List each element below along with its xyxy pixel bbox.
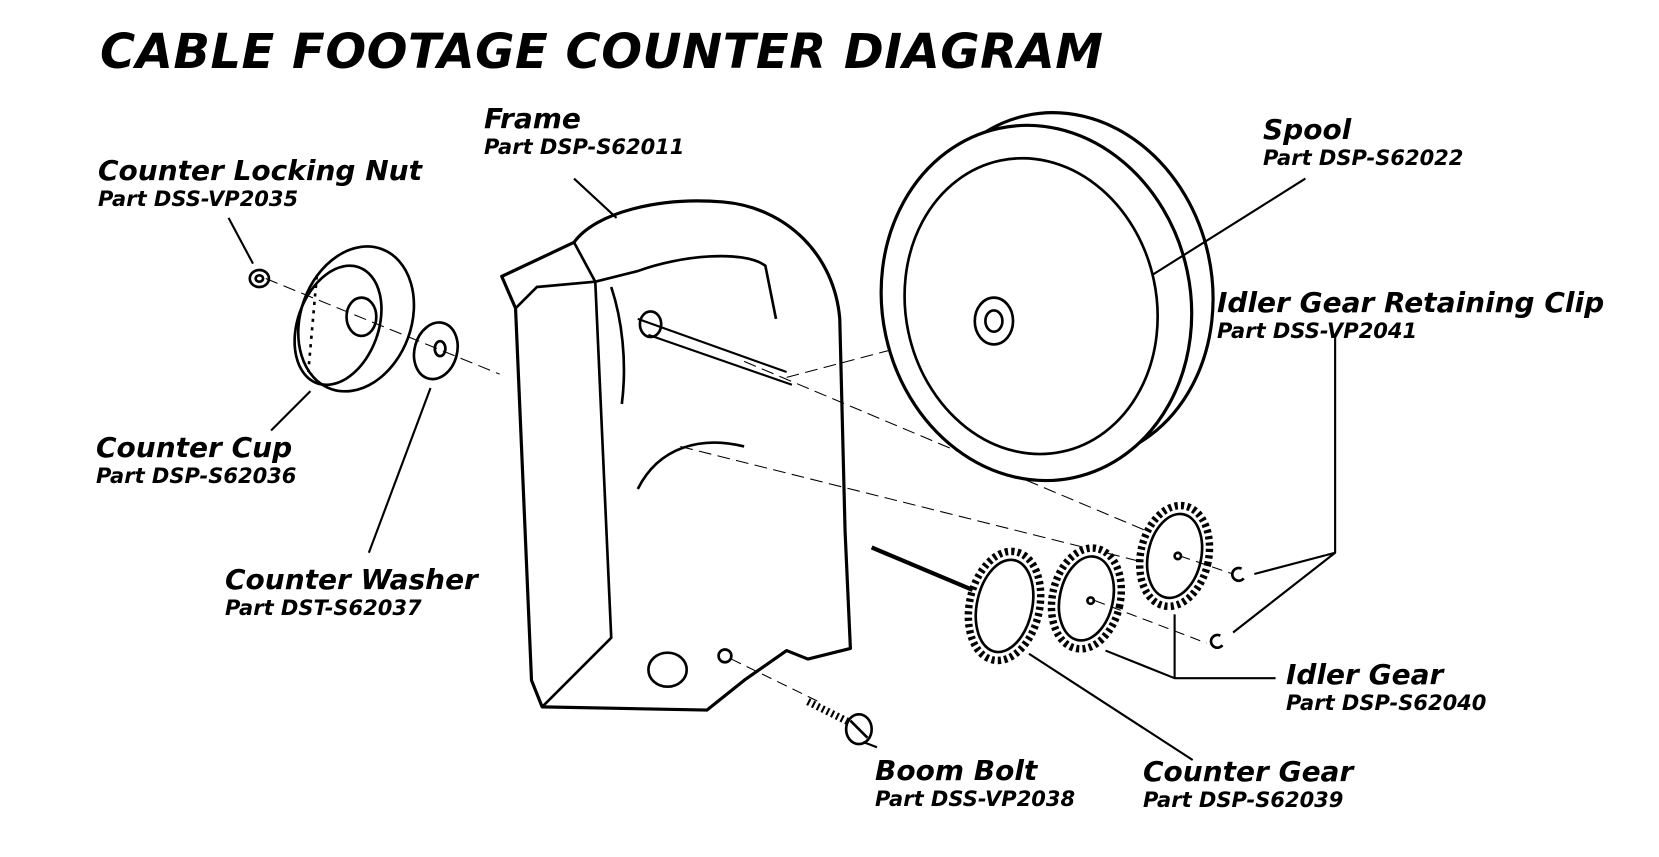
label-frame: Frame Part DSP-S62011 xyxy=(484,103,684,160)
part-number: Part DSP-S62039 xyxy=(1143,788,1344,812)
part-name: Counter Gear xyxy=(1143,755,1354,788)
label-counter-washer: Counter Washer Part DST-S62037 xyxy=(225,564,478,621)
part-number: Part DSP-S62022 xyxy=(1263,146,1464,170)
part-number: Part DSS-VP2035 xyxy=(98,187,299,211)
spool-drawing xyxy=(879,111,1215,483)
counter-cup-drawing xyxy=(293,245,416,393)
boom-bolt-drawing xyxy=(806,698,873,746)
label-counter-locking-nut: Counter Locking Nut Part DSS-VP2035 xyxy=(98,155,422,212)
leader-lines xyxy=(227,177,1337,761)
part-number: Part DSS-VP2041 xyxy=(1217,319,1418,343)
part-name: Counter Washer xyxy=(225,563,478,596)
counter-locking-nut-drawing xyxy=(248,268,271,289)
part-name: Spool xyxy=(1263,113,1352,146)
idler-gear-drawing-lower xyxy=(1047,544,1126,653)
part-number: Part DSP-S62011 xyxy=(484,135,685,159)
label-counter-gear: Counter Gear Part DSP-S62039 xyxy=(1143,756,1353,813)
part-number: Part DSS-VP2038 xyxy=(875,787,1076,811)
idler-gear-drawing-upper xyxy=(1135,501,1214,611)
label-boom-bolt: Boom Bolt Part DSS-VP2038 xyxy=(875,755,1075,812)
part-name: Counter Cup xyxy=(96,431,293,464)
part-name: Counter Locking Nut xyxy=(98,154,422,187)
part-number: Part DSP-S62036 xyxy=(96,464,297,488)
label-idler-gear: Idler Gear Part DSP-S62040 xyxy=(1286,659,1486,716)
frame-drawing xyxy=(500,199,852,712)
counter-gear-drawing xyxy=(870,545,1045,665)
counter-washer-drawing xyxy=(412,321,459,381)
part-name: Idler Gear Retaining Clip xyxy=(1217,286,1605,319)
label-idler-gear-retaining-clip: Idler Gear Retaining Clip Part DSS-VP204… xyxy=(1217,287,1604,344)
diagram-title: CABLE FOOTAGE COUNTER DIAGRAM xyxy=(100,24,1104,80)
retaining-clips-drawing xyxy=(1209,566,1245,650)
part-name: Boom Bolt xyxy=(875,754,1038,787)
label-spool: Spool Part DSP-S62022 xyxy=(1263,114,1463,171)
label-counter-cup: Counter Cup Part DSP-S62036 xyxy=(96,432,296,489)
part-name: Idler Gear xyxy=(1286,658,1444,691)
part-number: Part DST-S62037 xyxy=(225,596,422,620)
part-name: Frame xyxy=(484,102,581,135)
part-number: Part DSP-S62040 xyxy=(1286,691,1487,715)
